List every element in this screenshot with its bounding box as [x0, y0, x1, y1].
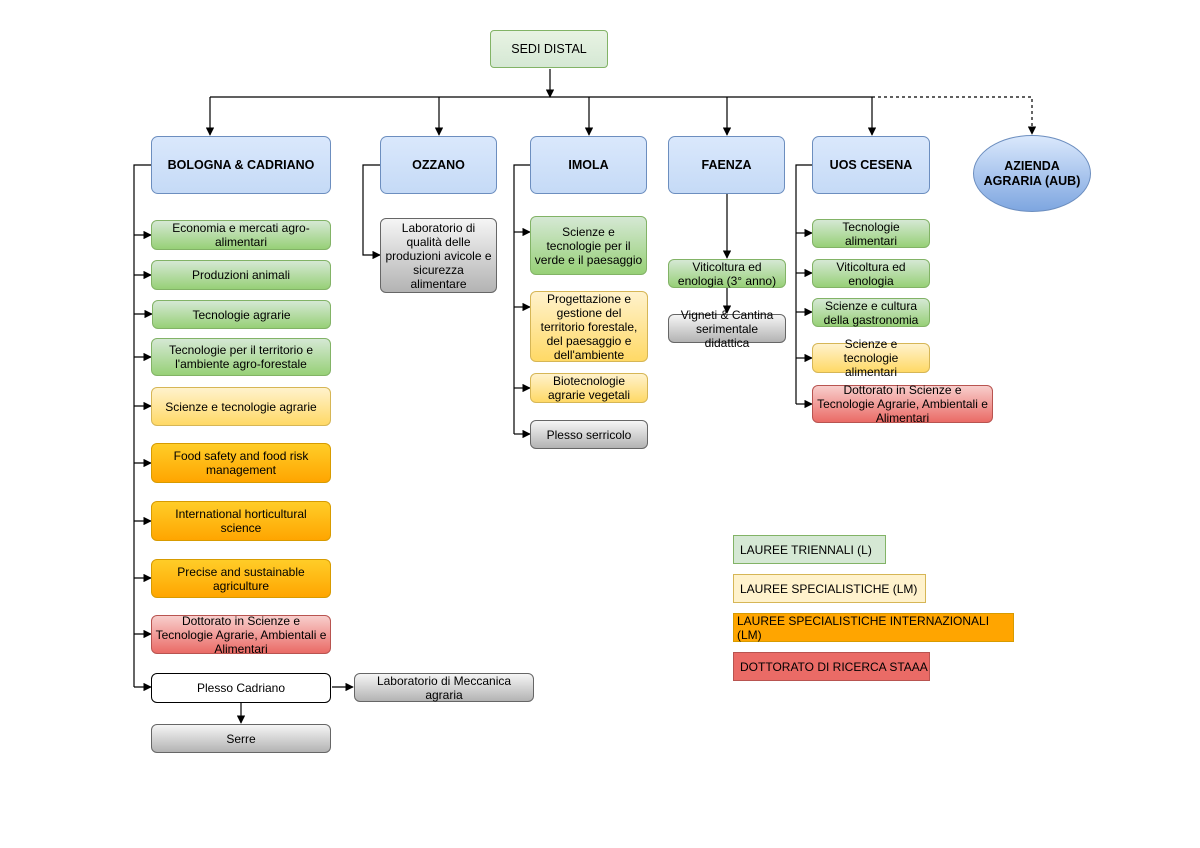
course-scienze-tecnologie-alimentari: Scienze e tecnologie alimentari — [812, 337, 930, 379]
campus-ozzano: OZZANO — [380, 136, 497, 194]
campus-cesena: UOS CESENA — [812, 136, 930, 194]
root-node: SEDI DISTAL — [490, 30, 608, 68]
plesso-serricolo: Plesso serricolo — [530, 420, 648, 449]
vigneti-cantina: Vigneti & Cantina serimentale didattica — [668, 308, 786, 350]
course-scienze-gastronomia: Scienze e cultura della gastronomia — [812, 298, 930, 327]
campus-faenza: FAENZA — [668, 136, 785, 194]
course-horticultural-science: International horticultural science — [151, 501, 331, 541]
course-viticoltura-faenza: Viticoltura ed enologia (3° anno) — [668, 259, 786, 288]
course-verde-paesaggio: Scienze e tecnologie per il verde e il p… — [530, 216, 647, 275]
plesso-cadriano: Plesso Cadriano — [151, 673, 331, 703]
course-tecnologie-alimentari: Tecnologie alimentari — [812, 219, 930, 248]
course-tecnologie-agrarie: Tecnologie agrarie — [152, 300, 331, 329]
campus-bologna: BOLOGNA & CADRIANO — [151, 136, 331, 194]
phd-cesena: Dottorato in Scienze e Tecnologie Agrari… — [812, 383, 993, 425]
course-scienze-tecnologie-agrarie: Scienze e tecnologie agrarie — [151, 387, 331, 426]
phd-bologna: Dottorato in Scienze e Tecnologie Agrari… — [151, 614, 331, 656]
course-produzioni-animali: Produzioni animali — [151, 260, 331, 290]
course-food-safety: Food safety and food risk management — [151, 443, 331, 483]
course-biotecnologie-vegetali: Biotecnologie agrarie vegetali — [530, 373, 648, 403]
campus-imola: IMOLA — [530, 136, 647, 194]
legend-triennali: LAUREE TRIENNALI (L) — [733, 535, 886, 564]
course-tecnologie-territorio: Tecnologie per il territorio e l'ambient… — [151, 338, 331, 376]
laboratorio-meccanica-agraria: Laboratorio di Meccanica agraria — [354, 673, 534, 702]
course-economia-mercati: Economia e mercati agro-alimentari — [151, 220, 331, 250]
laboratorio-qualita-avicole: Laboratorio di qualità delle produzioni … — [380, 218, 497, 293]
serre: Serre — [151, 724, 331, 753]
course-precise-agriculture: Precise and sustainable agriculture — [151, 559, 331, 598]
course-progettazione-territorio: Progettazione e gestione del territorio … — [530, 291, 648, 362]
course-viticoltura-cesena: Viticoltura ed enologia — [812, 259, 930, 288]
legend-dottorato: DOTTORATO DI RICERCA STAAA — [733, 652, 930, 681]
azienda-agraria-node: AZIENDA AGRARIA (AUB) — [973, 135, 1091, 212]
legend-internazionali: LAUREE SPECIALISTICHE INTERNAZIONALI (LM… — [733, 613, 1014, 642]
legend-specialistiche: LAUREE SPECIALISTICHE (LM) — [733, 574, 926, 603]
